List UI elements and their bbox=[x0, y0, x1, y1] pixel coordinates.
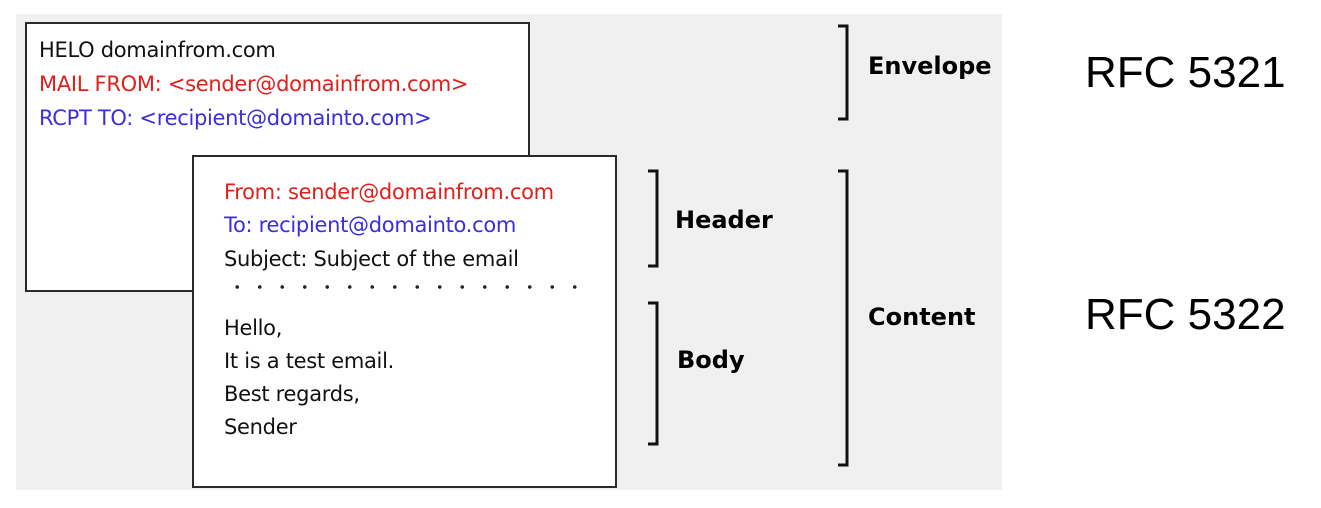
body-bracket bbox=[648, 301, 659, 446]
envelope-bracket bbox=[838, 24, 849, 121]
rfc-5322-label: RFC 5322 bbox=[1085, 290, 1286, 339]
header-bracket bbox=[648, 169, 659, 268]
header-body-separator bbox=[226, 285, 586, 289]
header-subject-line: Subject: Subject of the email bbox=[224, 247, 519, 271]
mail-from-line: MAIL FROM: <sender@domainfrom.com> bbox=[39, 72, 469, 96]
helo-line: HELO domainfrom.com bbox=[39, 38, 276, 62]
content-label: Content bbox=[868, 303, 976, 331]
rcpt-to-line: RCPT TO: <recipient@domainto.com> bbox=[39, 106, 432, 130]
rfc-5321-label: RFC 5321 bbox=[1085, 48, 1286, 97]
header-to-line: To: recipient@domainto.com bbox=[224, 213, 517, 237]
header-from-line: From: sender@domainfrom.com bbox=[224, 180, 554, 204]
body-line: Sender bbox=[224, 415, 297, 439]
body-line: It is a test email. bbox=[224, 349, 394, 373]
envelope-label: Envelope bbox=[868, 52, 992, 80]
body-line: Best regards, bbox=[224, 382, 360, 406]
content-card: From: sender@domainfrom.com To: recipien… bbox=[192, 155, 617, 488]
content-bracket bbox=[838, 169, 849, 467]
body-line: Hello, bbox=[224, 316, 283, 340]
header-label: Header bbox=[675, 206, 773, 234]
body-label: Body bbox=[677, 346, 745, 374]
